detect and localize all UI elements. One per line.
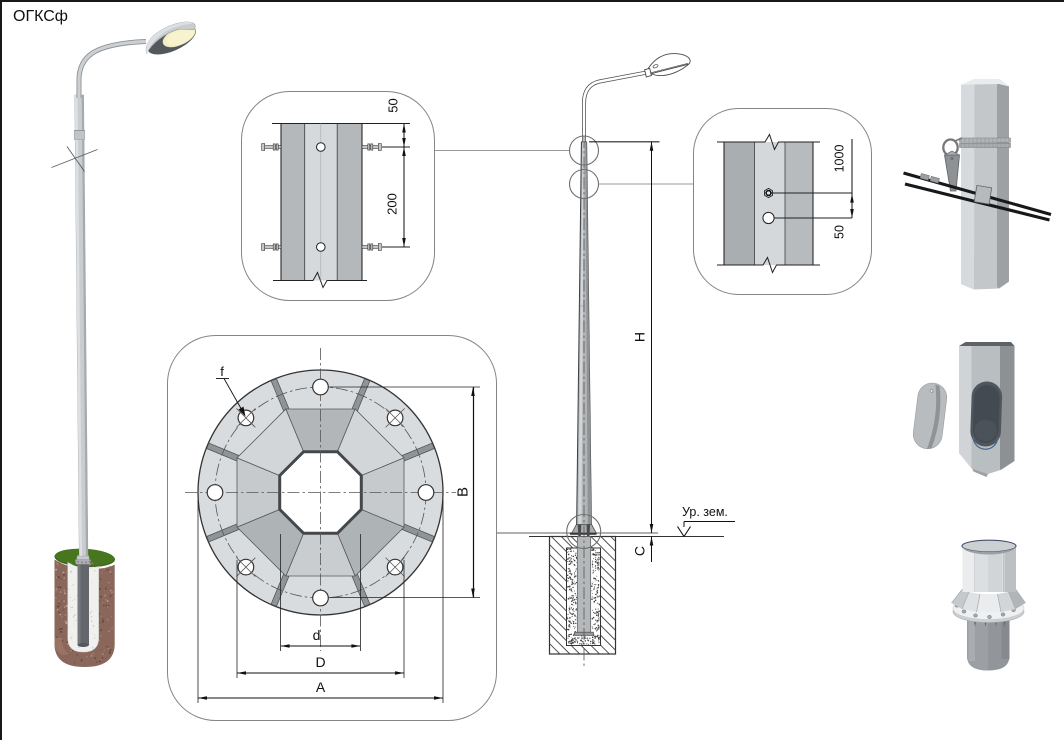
svg-text:D: D [315, 654, 325, 670]
svg-text:f: f [220, 364, 224, 379]
svg-text:B: B [455, 487, 472, 497]
svg-text:50: 50 [386, 98, 401, 112]
svg-text:A: A [316, 679, 326, 695]
svg-text:d: d [313, 627, 321, 643]
svg-text:Ур. зем.: Ур. зем. [682, 505, 728, 519]
svg-text:50: 50 [833, 225, 847, 239]
svg-text:H: H [632, 332, 648, 342]
svg-text:200: 200 [385, 193, 400, 215]
svg-text:ОГКСф: ОГКСф [13, 8, 68, 25]
svg-text:C: C [632, 546, 648, 556]
svg-text:1000: 1000 [833, 145, 847, 173]
